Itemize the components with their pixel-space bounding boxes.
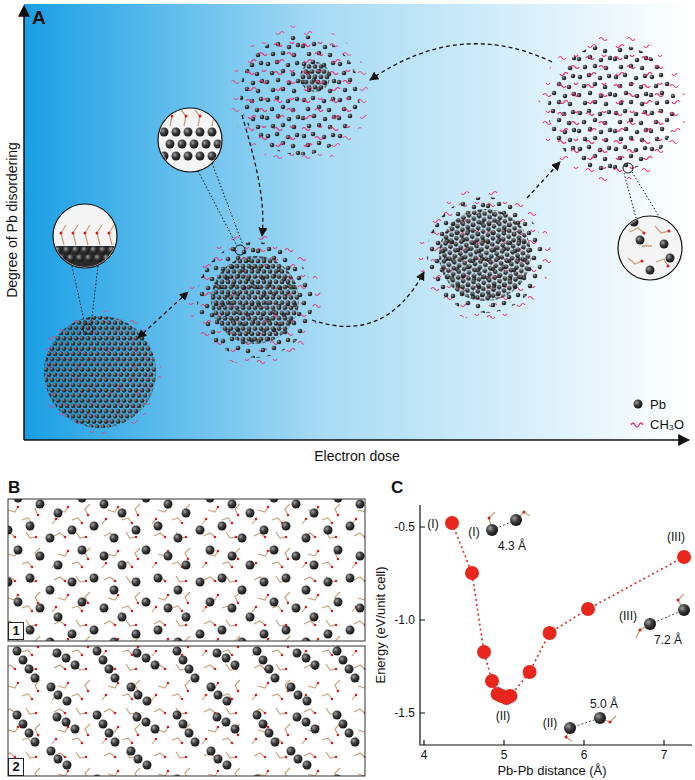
methoxy-shell: [538, 34, 686, 182]
pb-pair-molecule: [636, 594, 690, 638]
reversible-arrow: [138, 292, 188, 338]
legend-item: CH₃O: [630, 416, 684, 432]
pb-swatch: [630, 396, 646, 412]
point-label: (I): [427, 518, 438, 530]
chart-axes: [420, 505, 692, 745]
methoxy-squiggle: [631, 423, 643, 427]
nanoparticle-shell-disordered: [189, 234, 321, 366]
axis-title: Energy (eV/unit cell): [374, 566, 387, 683]
nanoparticle-fully-disordered: [538, 34, 686, 182]
distance-label: 5.0 Å: [590, 698, 618, 710]
methoxy-shell: [419, 189, 551, 321]
methoxy-swatch: [630, 416, 646, 432]
methoxy-shell: [230, 25, 370, 165]
energy-chart: [420, 505, 692, 745]
pb-lattice: [211, 256, 299, 344]
point-label: (III): [619, 610, 637, 622]
tick-label: -0.5: [394, 521, 415, 533]
transition-arrow: [370, 44, 552, 80]
panel-a: A: [24, 4, 690, 440]
tick-label: 7: [661, 749, 668, 761]
tick-label: 5: [501, 749, 508, 761]
transition-arrow: [312, 272, 424, 326]
zoom-inset: [50, 204, 120, 334]
nanoparticle-reordered: [419, 189, 551, 321]
nanoparticle-disordered-core: [230, 25, 370, 165]
legend-item: Pb: [630, 396, 666, 412]
nanoparticle-ordered: [38, 310, 162, 434]
pb-disordered-shell: [197, 242, 313, 358]
methoxy-shell: [189, 234, 321, 366]
panel-background: [24, 4, 690, 440]
panel-letter: C: [391, 478, 687, 498]
transition-arrows: [138, 44, 560, 338]
methoxy-shell: [38, 310, 162, 434]
point-label: (I): [468, 526, 479, 538]
distance-label: 7.2 Å: [654, 634, 682, 646]
x-axis-arrow: [24, 439, 689, 441]
pb-dot: [634, 400, 643, 409]
simulation-snapshot: [8, 646, 365, 776]
data-points: [445, 516, 691, 705]
tick-label: -1.0: [394, 614, 415, 626]
transition-arrow: [242, 115, 263, 236]
image-number: 1: [12, 624, 19, 639]
image-number: 2: [12, 760, 19, 775]
image-number-box: 1: [8, 622, 24, 640]
axis-title: Pb-Pb distance (Å): [497, 764, 606, 777]
tick-label: 4: [421, 749, 428, 761]
tick-marks: [420, 527, 664, 745]
point-label: (II): [543, 717, 558, 729]
pb-disordered: [548, 44, 676, 172]
tick-label: -1.5: [394, 707, 415, 719]
panel-letter: A: [32, 7, 682, 29]
pb-lattice: [44, 316, 156, 428]
transition-arrow: [527, 162, 560, 198]
axis-title: Electron dose: [314, 449, 400, 463]
panel-letter: B: [8, 478, 367, 498]
legend-text: Pb: [650, 398, 666, 411]
methoxy-mixed: [548, 44, 676, 172]
methoxy-mixed: [240, 35, 360, 155]
point-label: (II): [496, 710, 511, 722]
legend-text: CH₃O: [650, 418, 684, 431]
pb-lattice: [439, 209, 531, 301]
energy-curve: [452, 523, 684, 698]
pb-pair-molecule: [486, 511, 530, 537]
pb-disordered: [240, 35, 360, 155]
axis-title: Degree of Pb disordering: [5, 142, 19, 298]
zoom-inset: [158, 108, 245, 255]
pb-disordered-shell: [427, 197, 543, 313]
distance-label: 4.3 Å: [498, 540, 526, 552]
tick-label: 6: [581, 749, 588, 761]
panel-b: B 1 2: [0, 478, 375, 780]
pb-pair-molecule: [564, 712, 616, 741]
simulation-snapshot: [8, 499, 365, 641]
point-label: (III): [667, 531, 685, 543]
y-axis-arrow: [23, 6, 25, 440]
image-number-box: 2: [8, 758, 24, 776]
zoom-inset: [618, 163, 682, 280]
